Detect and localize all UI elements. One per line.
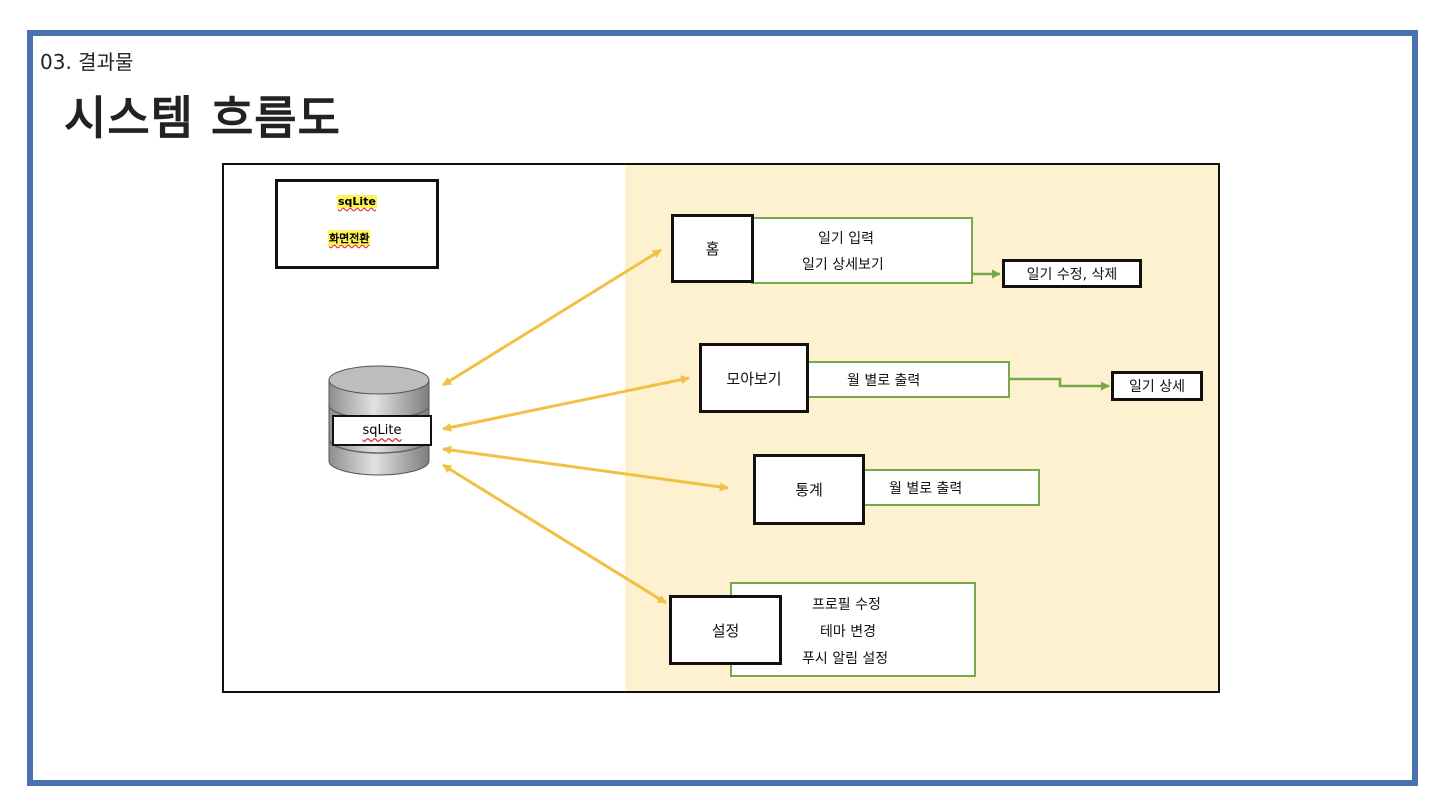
legend: [275, 179, 439, 269]
home-edit-delete-label: 일기 수정, 삭제: [1026, 266, 1118, 283]
home-details: 일기 입력 일기 상세보기: [751, 217, 973, 284]
collection-detail-transition: [1008, 377, 1110, 391]
settings-detail-2: 테마 변경: [820, 624, 876, 640]
flow-diagram: sqLite 화면전환 sqLite 일기 입력 일기 상세보기 홈 일기 수정…: [222, 163, 1220, 693]
connector-layer: [296, 196, 1110, 605]
section-label: 03. 결과물: [40, 50, 134, 74]
db-stats-arrow: [442, 445, 729, 492]
stats-screen-box: 통계: [753, 454, 865, 525]
collection-detail-label: 일기 상세: [1129, 379, 1185, 395]
db-settings-arrow: [442, 463, 667, 605]
legend-sqlite-label: sqLite: [337, 195, 377, 208]
home-screen-label: 홈: [705, 240, 720, 258]
collection-screen-label: 모아보기: [726, 369, 782, 388]
settings-detail-1: 프로필 수정: [812, 597, 881, 613]
collection-detail-1: 월 별로 출력: [847, 373, 921, 389]
database-label: sqLite: [332, 415, 432, 446]
stats-details: 월 별로 출력: [861, 469, 1040, 506]
settings-screen-label: 설정: [711, 621, 740, 640]
page-title: 시스템 흐름도: [64, 91, 341, 145]
collection-screen-box: 모아보기: [699, 343, 809, 413]
collection-detail-box: 일기 상세: [1111, 371, 1203, 401]
home-edit-delete-box: 일기 수정, 삭제: [1002, 259, 1142, 288]
db-collection-arrow: [442, 375, 690, 432]
home-detail-2: 일기 상세보기: [802, 257, 884, 273]
collection-details: 월 별로 출력: [804, 361, 1010, 398]
stats-detail-1: 월 별로 출력: [889, 481, 963, 497]
home-detail-1: 일기 입력: [818, 231, 874, 247]
settings-detail-3: 푸시 알림 설정: [802, 651, 889, 667]
legend-screen-label: 화면전환: [328, 230, 371, 246]
stats-screen-label: 통계: [795, 481, 823, 499]
home-screen-box: 홈: [671, 214, 754, 283]
settings-screen-box: 설정: [669, 595, 782, 665]
db-home-arrow: [442, 248, 662, 387]
